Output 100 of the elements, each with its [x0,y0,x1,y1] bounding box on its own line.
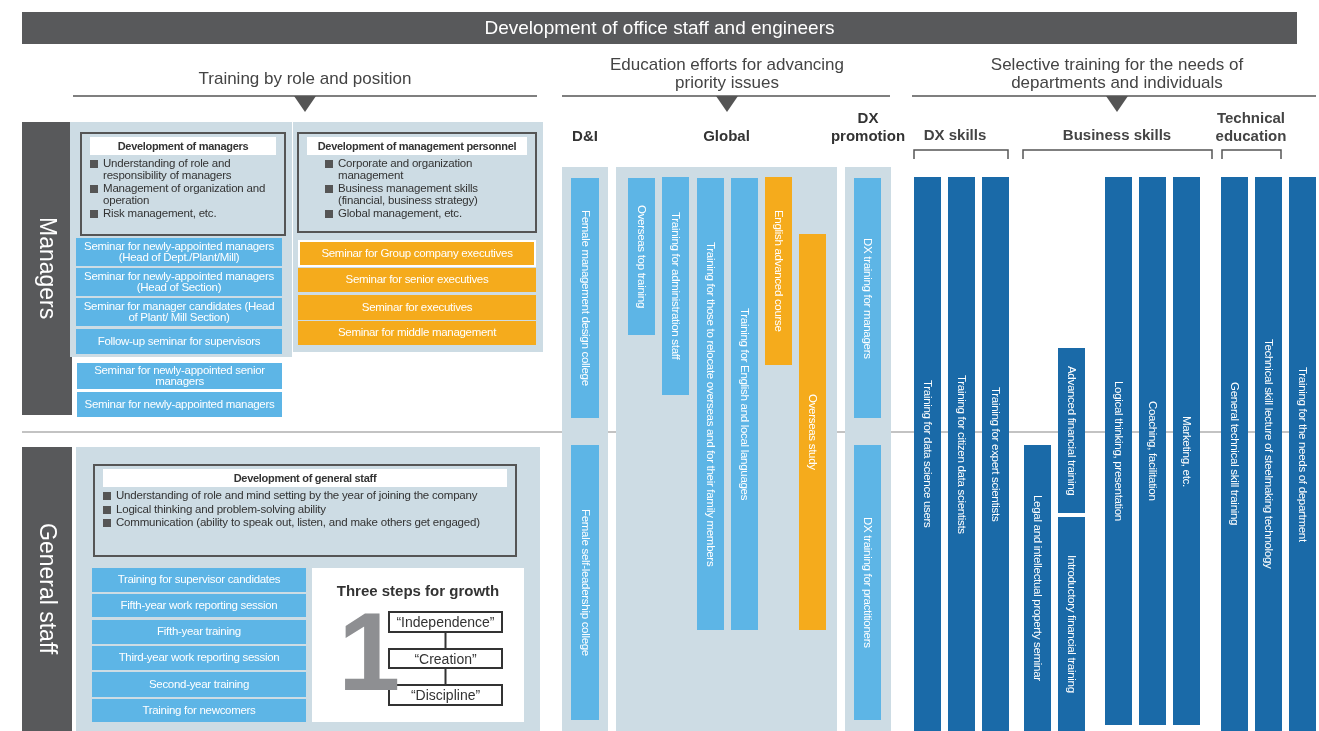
group-heading: Global [702,127,751,145]
box-heading: Development of general staff [103,469,507,487]
connector-line [444,632,447,649]
bullet-text: Logical thinking and problem-solving ability [116,503,326,515]
course-name: Follow-up seminar for supervisors [96,335,262,348]
course-bar [92,646,306,670]
course-name: Marketing, etc. [1180,415,1193,487]
bullet-text: Understanding of role and mind setting by the year of joining the company [116,490,478,502]
course-name: Coaching, facilitation [1146,401,1159,501]
course-name: Fifth-year training [156,626,242,638]
group-heading: D&I [571,127,599,145]
course-bar [1105,177,1132,725]
course-name: Training for those to relocate overseas and for their family members [704,241,717,567]
course-bar [92,594,306,617]
course-bar [662,177,689,395]
connector-line [444,668,447,685]
course-name: Training for citizen data scientists [955,374,968,534]
course-bar [914,177,941,731]
section-heading: Training by role and position [197,70,413,88]
course-name: Seminar for senior executives [344,274,490,286]
group-heading: DX promotion [829,109,907,145]
row-title: General staff [33,523,61,655]
course-bar [76,298,282,326]
course-name: Advanced financial training [1065,365,1078,496]
course-name: Seminar for Group company executives [320,247,514,260]
course-name: Third-year work reporting session [117,652,281,664]
bullet-text: Management of organization and operation [103,183,267,206]
row-header [22,122,72,415]
course-bar [628,178,655,335]
course-name: Training for expert scientists [989,386,1002,522]
course-name: Introductory financial training [1065,555,1078,693]
course-bar [298,295,536,320]
step-text: “Creation” [414,650,477,667]
course-bar [799,234,826,630]
course-bar [1058,517,1085,731]
course-bar [92,699,306,722]
course-bar [697,178,724,630]
category-heading: Business skills [1061,126,1173,144]
course-name: Legal and intellectual property seminar [1031,495,1044,681]
bullet-text: Business management skills (financial, business strategy) [338,183,479,206]
course-bar [1058,348,1085,513]
course-name: Overseas top training [635,205,648,308]
bullet-text: Global management, etc. [338,208,462,220]
course-bar [77,363,282,389]
course-bar [731,178,758,630]
course-bar [982,177,1009,731]
course-bar [298,240,536,267]
course-name: Training for the needs of department [1296,366,1309,542]
course-name: Training for supervisor candidates [116,574,282,586]
card-heading: Three steps for growth [335,582,501,599]
course-name: Female self-leadership college [579,509,591,656]
course-name: Seminar for newly-appointed managers [83,398,276,411]
box-heading: Development of managers [90,137,276,155]
course-name: Technical skill lecture of steelmaking technology [1262,339,1275,569]
course-name: Seminar for newly-appointed managers (Head of Section) [83,270,275,294]
course-bar [76,329,282,354]
course-bar [298,268,536,292]
course-bar [1139,177,1166,725]
course-bar [571,445,599,720]
course-bar [854,445,881,720]
course-bar [1173,177,1200,725]
course-bar [92,672,306,697]
bullet-text: Understanding of role and responsibility of managers [103,158,233,181]
course-name: Training for data science users [921,380,934,528]
step-text: “Independence” [396,614,495,630]
course-name: Seminar for newly-appointed managers (Head of Dept./Plant/Mill) [83,240,275,264]
course-name: Seminar for manager candidates (Head of Plant/ Mill Section) [82,300,276,324]
title-banner: Development of office staff and engineers [22,12,1297,44]
bullet-text: Corporate and organization management [338,158,474,181]
info-box [93,464,517,557]
course-bar [77,392,282,417]
section-heading: Selective training for the needs of departments and individuals [989,56,1245,92]
course-name: General technical skill training [1228,382,1241,526]
course-name: Training for administration staff [669,212,682,360]
course-bar [571,178,599,418]
info-box [297,132,537,233]
course-bar [765,177,792,365]
course-name: Seminar for executives [360,301,474,314]
course-name: Female management design college [579,210,591,386]
course-name: Seminar for newly-appointed senior managers [93,364,266,388]
section-heading: Education efforts for advancing priority issues [608,56,846,92]
info-card [312,568,524,722]
panel-background [76,447,540,731]
course-name: Fifth-year work reporting session [119,599,279,612]
course-bar [1289,177,1316,731]
course-bar [1221,177,1248,731]
course-name: Overseas study [806,394,819,470]
course-name: Training for newcomers [141,704,257,717]
bullet-text: Risk management, etc. [103,208,217,220]
step-text: “Discipline” [410,687,481,703]
course-name: DX training for practitioners [861,517,874,648]
course-name: Seminar for middle management [336,327,498,339]
course-bar [298,321,536,345]
course-bar [76,268,282,296]
info-box [80,132,286,236]
course-bar [1255,177,1282,731]
category-heading: Technical education [1214,109,1288,145]
row-header [22,447,72,731]
course-bar [948,177,975,731]
course-bar [76,238,282,266]
